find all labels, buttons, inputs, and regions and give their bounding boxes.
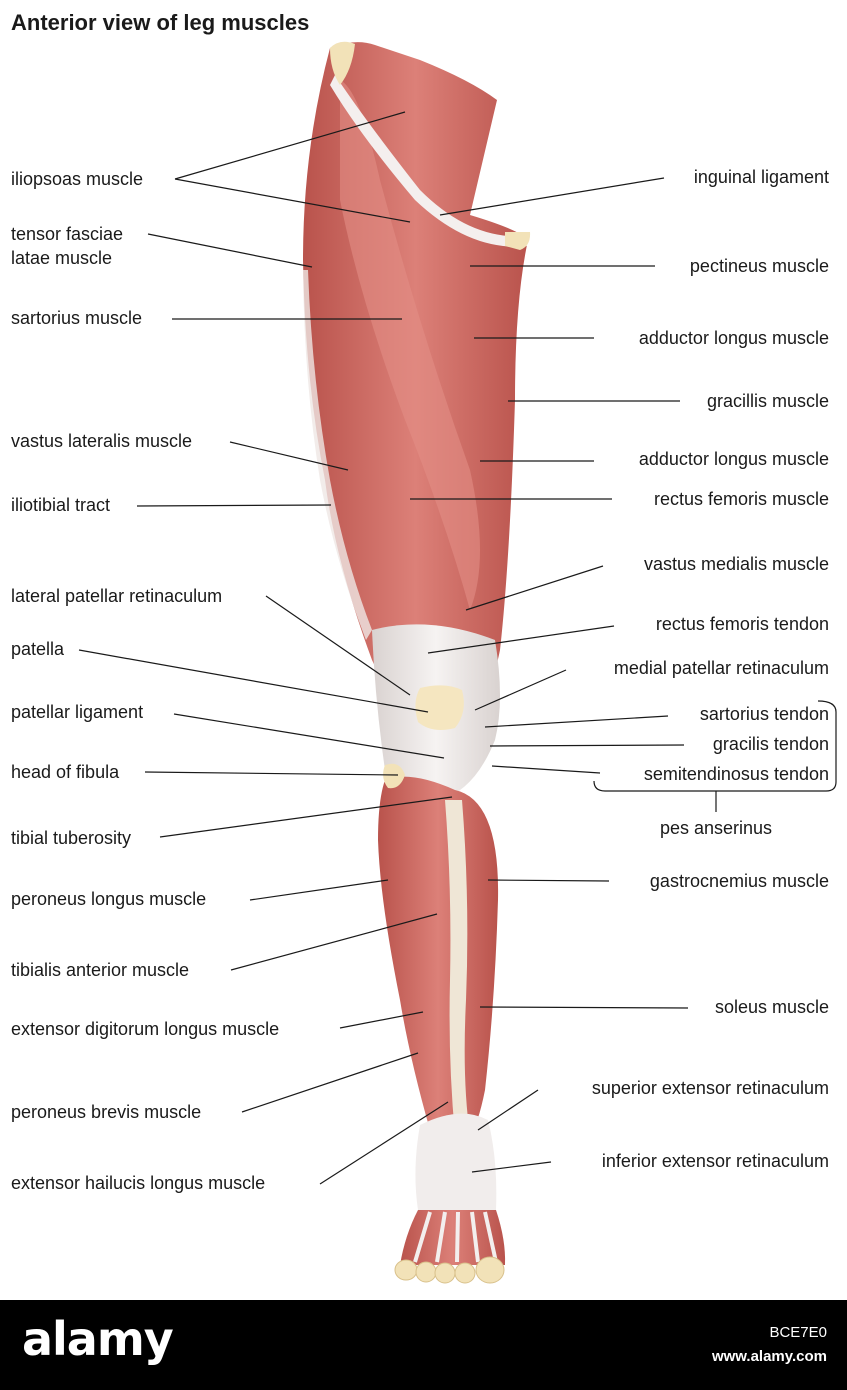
label-vastus-medialis: vastus medialis muscle xyxy=(643,554,829,574)
leg-anatomy-diagram xyxy=(78,41,837,1284)
label-semitendinosus-tendon: semitendinosus tendon xyxy=(643,764,829,784)
label-gracilis-muscle: gracillis muscle xyxy=(706,391,829,411)
label-head-of-fibula: head of fibula xyxy=(11,762,120,782)
foot-tendon-stripes xyxy=(413,1211,498,1263)
label-extensor-digitorum-longus: extensor digitorum longus muscle xyxy=(11,1019,280,1039)
label-adductor-longus-2: adductor longus muscle xyxy=(638,449,829,469)
label-rectus-femoris: rectus femoris muscle xyxy=(653,489,829,509)
label-peroneus-longus: peroneus longus muscle xyxy=(11,889,207,909)
label-gracilis-tendon: gracilis tendon xyxy=(712,734,829,754)
label-peroneus-brevis: peroneus brevis muscle xyxy=(11,1102,202,1122)
leg-illustration xyxy=(303,41,531,1284)
label-extensor-hallucis-longus: extensor hailucis longus muscle xyxy=(11,1173,266,1193)
pubic-bone xyxy=(505,232,531,250)
label-latae-muscle: latae muscle xyxy=(11,248,113,268)
label-sartorius: sartorius muscle xyxy=(11,308,143,328)
label-gastrocnemius: gastrocnemius muscle xyxy=(649,871,829,891)
sartorius-band xyxy=(340,80,480,610)
label-tensor-fasciae: tensor fasciae xyxy=(11,224,124,244)
label-soleus: soleus muscle xyxy=(714,997,829,1017)
label-tibial-tuberosity: tibial tuberosity xyxy=(11,828,132,848)
label-pes-anserinus: pes anserinus xyxy=(659,818,773,838)
label-inferior-extensor-retinaculum: inferior extensor retinaculum xyxy=(601,1151,829,1171)
label-adductor-longus-1: adductor longus muscle xyxy=(638,328,829,348)
label-iliotibial-tract: iliotibial tract xyxy=(11,495,111,515)
image-code: BCE7E0 xyxy=(769,1324,827,1341)
leader-lines xyxy=(78,111,689,1185)
lower-leg-muscles xyxy=(378,776,499,1135)
brand-logo: alamy xyxy=(22,1312,174,1366)
label-pectineus: pectineus muscle xyxy=(689,256,829,276)
patella-bone xyxy=(415,685,464,730)
label-superior-extensor-retinaculum: superior extensor retinaculum xyxy=(591,1078,829,1098)
fibula-head xyxy=(383,763,405,789)
label-sartorius-tendon: sartorius tendon xyxy=(699,704,829,724)
label-patella: patella xyxy=(11,639,65,659)
iliotibial-band xyxy=(303,270,372,640)
toes xyxy=(394,1256,505,1284)
label-vastus-lateralis: vastus lateralis muscle xyxy=(11,431,193,451)
label-patellar-ligament: patellar ligament xyxy=(11,702,144,722)
extensor-retinaculum xyxy=(415,1113,497,1210)
label-medial-patellar-retinaculum: medial patellar retinaculum xyxy=(613,658,829,678)
site-url: www.alamy.com xyxy=(711,1348,827,1365)
hip-bone xyxy=(330,41,355,85)
label-rectus-femoris-tendon: rectus femoris tendon xyxy=(655,614,829,634)
tibia-shaft xyxy=(445,800,470,1135)
label-lateral-patellar-retinaculum: lateral patellar retinaculum xyxy=(11,586,223,606)
diagram-title: Anterior view of leg muscles xyxy=(11,10,310,35)
label-tibialis-anterior: tibialis anterior muscle xyxy=(11,960,190,980)
pes-anserinus-bracket xyxy=(593,700,837,812)
watermark-footer: alamy BCE7E0 www.alamy.com xyxy=(0,1300,847,1390)
label-iliopsoas: iliopsoas muscle xyxy=(11,169,144,189)
label-inguinal-ligament: inguinal ligament xyxy=(693,167,829,187)
